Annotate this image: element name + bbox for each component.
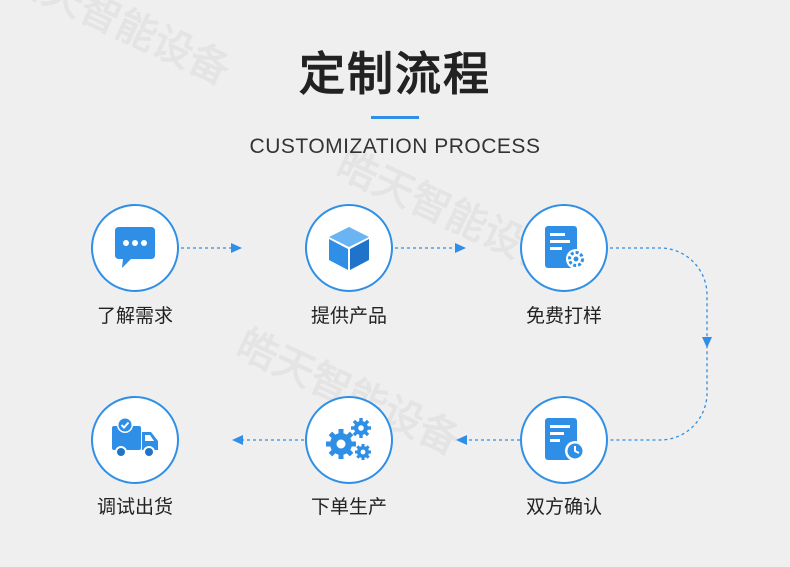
page-title: 定制流程 — [299, 47, 491, 101]
cube-icon — [329, 227, 369, 270]
delivery-truck-icon — [112, 417, 158, 458]
step-mutual-confirmation — [520, 396, 608, 484]
chat-bubble-icon — [115, 227, 155, 268]
step-label: 双方确认 — [525, 496, 602, 518]
step-understand-requirements — [91, 204, 179, 292]
step-label: 下单生产 — [310, 496, 387, 518]
gears-icon — [326, 418, 371, 460]
step-label: 调试出货 — [96, 496, 173, 518]
document-clock-icon — [545, 418, 585, 461]
document-gear-icon — [545, 226, 586, 269]
step-label: 了解需求 — [96, 305, 173, 327]
step-free-sample — [520, 204, 608, 292]
step-label: 提供产品 — [310, 305, 387, 327]
step-provide-product — [305, 204, 393, 292]
step-debug-and-ship — [91, 396, 179, 484]
step-production — [305, 396, 393, 484]
page-subtitle: CUSTOMIZATION PROCESS — [249, 135, 541, 158]
step-label: 免费打样 — [525, 305, 602, 327]
title-underline — [371, 116, 419, 119]
